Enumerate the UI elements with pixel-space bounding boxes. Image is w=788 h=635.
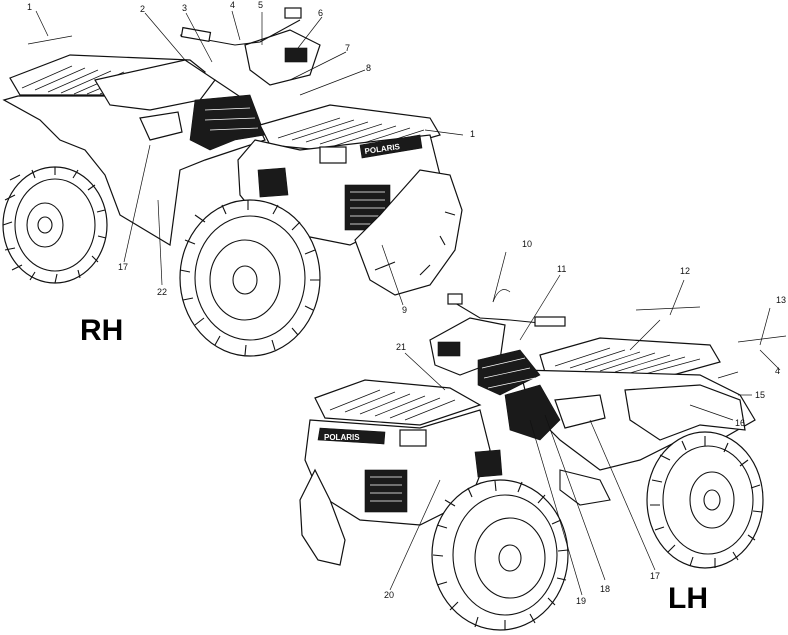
- lh-front-wheel: [431, 479, 569, 631]
- lh-4x4-badge: [554, 394, 606, 429]
- rh-rear-wheel: [2, 166, 108, 284]
- lh-side-decal: [504, 384, 561, 441]
- rh-leader-lines: [27, 10, 464, 306]
- lh-callout-10: 10: [522, 239, 532, 249]
- lh-leader-lines: [389, 251, 787, 596]
- rh-view-label: RH: [80, 314, 123, 347]
- rh-headlight-pod: [244, 29, 321, 86]
- lh-atv-illustration: POLARIS: [299, 239, 787, 631]
- lh-far-front-wheel: [299, 468, 346, 566]
- rh-callout-4: 4: [230, 0, 235, 10]
- lh-callout-13: 13: [776, 295, 786, 305]
- rh-callout-9: 9: [402, 305, 407, 315]
- lh-callout-17: 17: [650, 571, 660, 581]
- lh-rear-wheel: [646, 431, 764, 569]
- rh-side-decal: [189, 94, 266, 151]
- rh-callout-1-top: 1: [27, 2, 32, 12]
- rh-callout-7: 7: [345, 43, 350, 53]
- lh-callout-11: 11: [557, 264, 566, 274]
- rh-callout-6: 6: [318, 8, 323, 18]
- rh-atv-illustration: POLARIS: [2, 0, 475, 357]
- lh-callout-12: 12: [680, 266, 690, 276]
- rh-callout-5: 5: [258, 0, 263, 10]
- rh-4x4-badge: [139, 111, 183, 141]
- lh-callout-4: 4: [775, 366, 780, 376]
- lh-callout-19: 19: [576, 596, 586, 606]
- rh-far-front-wheel: [354, 169, 463, 296]
- rh-callout-3: 3: [182, 3, 187, 13]
- lh-callout-15: 15: [755, 390, 765, 400]
- rh-callout-22: 22: [157, 287, 167, 297]
- lh-front-brand-decal: POLARIS: [324, 433, 360, 442]
- lh-callout-21: 21: [396, 342, 406, 352]
- rh-callout-8: 8: [366, 63, 371, 73]
- rh-front-wheel: [179, 199, 321, 357]
- rh-callout-1-front: 1: [470, 129, 475, 139]
- lh-front-rack: [314, 379, 482, 426]
- lh-callout-18: 18: [600, 584, 610, 594]
- lh-view-label: LH: [668, 582, 708, 615]
- lh-callout-20: 20: [384, 590, 394, 600]
- lh-front-grill: [364, 469, 408, 513]
- rh-callout-17: 17: [118, 262, 128, 272]
- rh-callout-2: 2: [140, 4, 145, 14]
- lh-callout-16: 16: [735, 418, 745, 428]
